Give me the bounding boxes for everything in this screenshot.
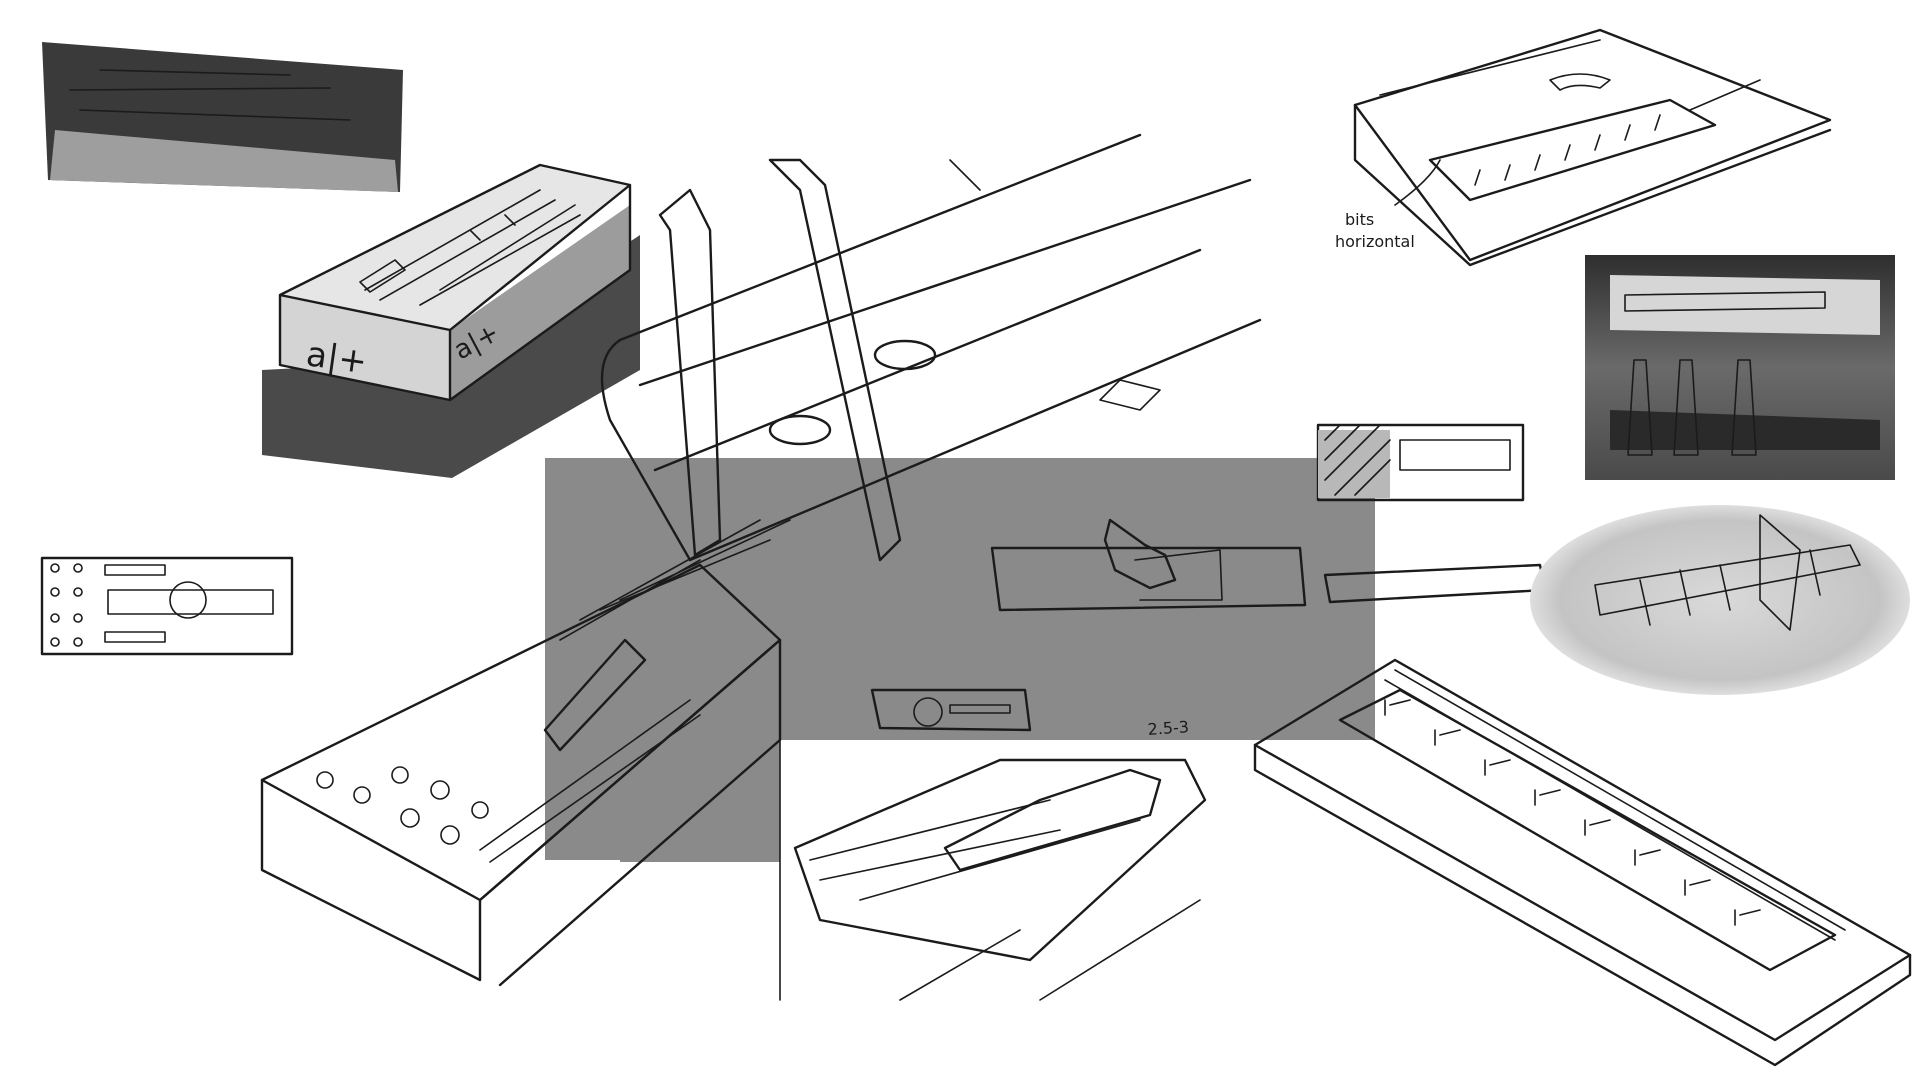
long-open-tray-with-dividers xyxy=(1253,658,1912,1067)
angled-holder-with-bits-sketch xyxy=(600,133,1262,562)
gray-backdrop-panel xyxy=(545,458,1375,862)
marker-render-vertical-bits xyxy=(1585,255,1895,480)
note-bits: bits xyxy=(1345,210,1374,229)
open-box-with-bit-sketch xyxy=(779,739,1207,1001)
bit-in-slot-sketch xyxy=(990,518,1307,612)
soft-render-angled-bar xyxy=(1530,505,1910,695)
marker-render-block-top-left xyxy=(42,42,403,192)
large-tray-with-pen-sketch xyxy=(260,519,791,987)
note-horizontal: horizontal xyxy=(1335,232,1415,251)
section-cut-sketch xyxy=(1316,423,1525,502)
wide-tray-with-bits-sketch: bits horizontal xyxy=(1335,28,1832,267)
flat-tray-plan-sketch xyxy=(40,556,294,656)
box-label-front: a|+ xyxy=(304,334,370,382)
dimension-note: 2.5-3 xyxy=(1147,717,1190,739)
small-holder-sketch xyxy=(870,688,1032,732)
stacked-box-sketch: a|+ a|+ xyxy=(262,163,640,478)
